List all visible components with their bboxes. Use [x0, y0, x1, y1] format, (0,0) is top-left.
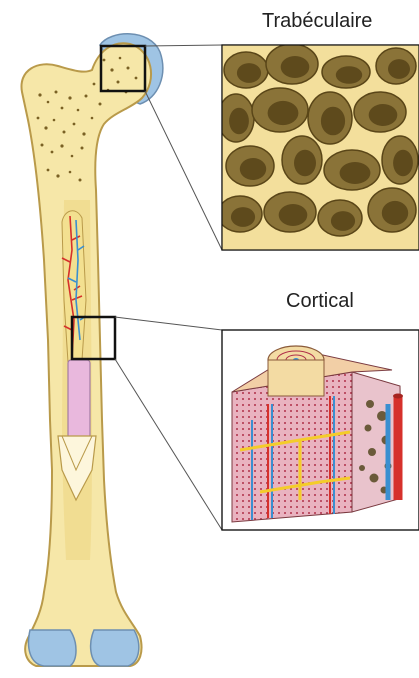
condyle-left — [29, 630, 76, 666]
trabecular-pore-depth — [336, 66, 362, 84]
trabecular-pore-depth — [331, 211, 355, 231]
trabecular-pore-depth — [268, 101, 299, 125]
cortical-label: Cortical — [286, 290, 354, 313]
trabecular-pore-depth — [388, 59, 410, 79]
trabecular-pore-depth — [393, 150, 413, 176]
trabecular-pore-depth — [237, 63, 261, 83]
cortical-inset — [222, 330, 419, 530]
trabecular-pore-depth — [240, 158, 266, 180]
trabecular-pore-depth — [229, 108, 249, 134]
trabecular-inset — [218, 44, 419, 250]
trabecular-label: Trabéculaire — [262, 10, 372, 33]
trabecular-pore-depth — [369, 104, 398, 126]
leader-lines — [115, 45, 222, 530]
trabecular-pore-depth — [382, 201, 408, 225]
trabecular-pore-depth — [231, 207, 255, 227]
trabecular-pore-depth — [279, 204, 308, 226]
trabecular-pore-depth — [321, 107, 345, 136]
trabecular-pore-depth — [281, 56, 310, 78]
condyle-right — [91, 630, 139, 666]
trabecular-pore-depth — [340, 162, 371, 184]
trabecular-pore-depth — [294, 150, 316, 176]
medullary-tube — [68, 360, 90, 438]
femur — [21, 34, 162, 666]
